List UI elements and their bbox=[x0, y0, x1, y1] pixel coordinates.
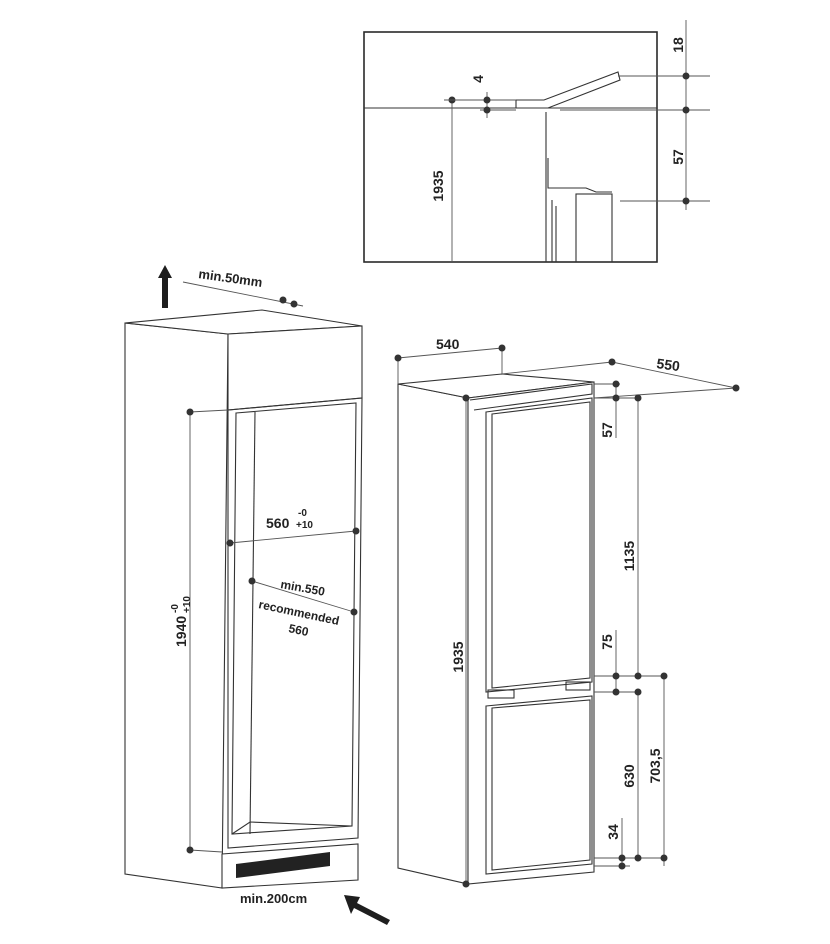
detail-label-57: 57 bbox=[670, 149, 686, 165]
cabinet-vent-top-label: min.50mm bbox=[198, 266, 264, 290]
appliance-upper-door bbox=[485, 397, 593, 693]
appliance-dim-703-dot-bottom bbox=[660, 854, 668, 862]
cabinet-height-top-ext bbox=[189, 409, 229, 413]
appliance-dim-34-dot-top bbox=[618, 854, 626, 862]
appliance-hinge-left bbox=[487, 689, 515, 699]
appliance-width-line bbox=[397, 347, 503, 359]
appliance-dim-34-label: 34 bbox=[605, 824, 621, 840]
appliance-dim-57-dot-top bbox=[612, 380, 620, 388]
appliance-view: 540 550 1935 57 1135 75 bbox=[394, 336, 740, 888]
detail-label-18: 18 bbox=[670, 37, 686, 53]
cabinet-width-tol-bottom: +10 bbox=[296, 520, 313, 531]
appliance-depth-label: 550 bbox=[656, 355, 682, 374]
detail-frame bbox=[363, 31, 658, 263]
cabinet-height-value: 1940 bbox=[173, 616, 189, 647]
cabinet-depth-dot-front bbox=[248, 577, 256, 585]
detail-dim-18-dot-top bbox=[682, 72, 690, 80]
appliance-hinge-right bbox=[565, 681, 591, 691]
cabinet-width-tol-top: -0 bbox=[298, 508, 307, 519]
cabinet-vent-grille bbox=[236, 852, 330, 878]
detail-label-4: 4 bbox=[470, 75, 486, 83]
cabinet-vent-top-dot-2 bbox=[290, 300, 298, 308]
appliance-dim-630-label: 630 bbox=[621, 764, 637, 788]
cabinet-height-dot-top bbox=[186, 408, 194, 416]
cabinet-vent-bottom-label: min.200cm bbox=[240, 891, 307, 906]
cabinet-depth-min-label: min.550 bbox=[279, 577, 326, 599]
detail-dim-18-dot-bottom bbox=[682, 106, 690, 114]
appliance-dim-75-dot-bottom bbox=[612, 688, 620, 696]
appliance-top-hinge-strip bbox=[469, 383, 593, 411]
cabinet-depth-recommended-value: 560 bbox=[287, 621, 310, 639]
detail-dim-4-dot-top bbox=[483, 96, 491, 104]
cabinet-depth-line bbox=[251, 580, 355, 613]
appliance-dim-57-dot-bottom bbox=[612, 394, 620, 402]
cabinet-height-label: 1940 -0 +10 bbox=[170, 596, 193, 647]
cabinet-width-value: 560 bbox=[266, 515, 290, 531]
cabinet-width-dot-right bbox=[352, 527, 360, 535]
appliance-dim-703-dot-top bbox=[660, 672, 668, 680]
appliance-front bbox=[467, 381, 595, 885]
appliance-height-dot-bottom bbox=[462, 880, 470, 888]
appliance-height-dot-top bbox=[462, 394, 470, 402]
detail-dim-4-dot-bottom bbox=[483, 106, 491, 114]
cabinet-height-tol-top: -0 bbox=[170, 604, 181, 613]
appliance-width-dot-right bbox=[498, 344, 506, 352]
cabinet-vent-top-dot-1 bbox=[279, 296, 287, 304]
cabinet-width-dot-left bbox=[226, 539, 234, 547]
appliance-dim-75-label: 75 bbox=[599, 634, 615, 650]
appliance-depth-top-ext bbox=[501, 361, 613, 375]
appliance-width-label: 540 bbox=[436, 336, 460, 352]
cabinet-height-bottom-ext bbox=[189, 849, 223, 853]
appliance-width-dot-left bbox=[394, 354, 402, 362]
appliance-height-label: 1935 bbox=[450, 641, 466, 672]
detail-hinge-bracket bbox=[515, 71, 621, 109]
appliance-side-panel bbox=[397, 383, 469, 885]
appliance-dim-1135-label: 1135 bbox=[621, 541, 637, 572]
cabinet-height-dot-bottom bbox=[186, 846, 194, 854]
cabinet-view: min.50mm 1940 -0 +10 560 -0 +10 min.550 … bbox=[124, 265, 390, 925]
appliance-dim-34-dot-bottom bbox=[618, 862, 626, 870]
arrow-inlet-icon bbox=[344, 895, 390, 925]
detail-view: 18 4 57 1935 bbox=[363, 20, 710, 263]
appliance-dim-630-dot-bottom bbox=[634, 854, 642, 862]
cabinet-height-tol-bottom: +10 bbox=[182, 596, 193, 613]
cabinet-width-line bbox=[229, 530, 357, 544]
cabinet-niche-outer bbox=[227, 397, 363, 849]
appliance-dim-1135-dot-bottom bbox=[634, 672, 642, 680]
appliance-lower-door bbox=[485, 695, 593, 875]
detail-door-top bbox=[547, 158, 612, 193]
appliance-dim-630-dot-top bbox=[634, 688, 642, 696]
cabinet-niche-back-edge bbox=[249, 411, 256, 835]
appliance-depth-dot-right bbox=[732, 384, 740, 392]
detail-door-block bbox=[575, 193, 613, 263]
appliance-lower-door-inner bbox=[491, 699, 591, 871]
appliance-depth-dot-left bbox=[608, 358, 616, 366]
detail-label-1935: 1935 bbox=[430, 170, 446, 201]
appliance-depth-line bbox=[611, 361, 737, 389]
appliance-dim-57-label: 57 bbox=[599, 422, 615, 438]
arrow-up-icon bbox=[158, 265, 172, 308]
appliance-dim-75-dot-top bbox=[612, 672, 620, 680]
appliance-upper-door-inner bbox=[491, 401, 591, 689]
appliance-dim-703-label: 703,5 bbox=[647, 748, 663, 783]
cabinet-upper-block bbox=[227, 325, 363, 411]
cabinet-niche-floor bbox=[231, 821, 353, 835]
detail-dim-57-dot bbox=[682, 197, 690, 205]
appliance-dim-1135-dot-top bbox=[634, 394, 642, 402]
cabinet-depth-dot-back bbox=[350, 608, 358, 616]
